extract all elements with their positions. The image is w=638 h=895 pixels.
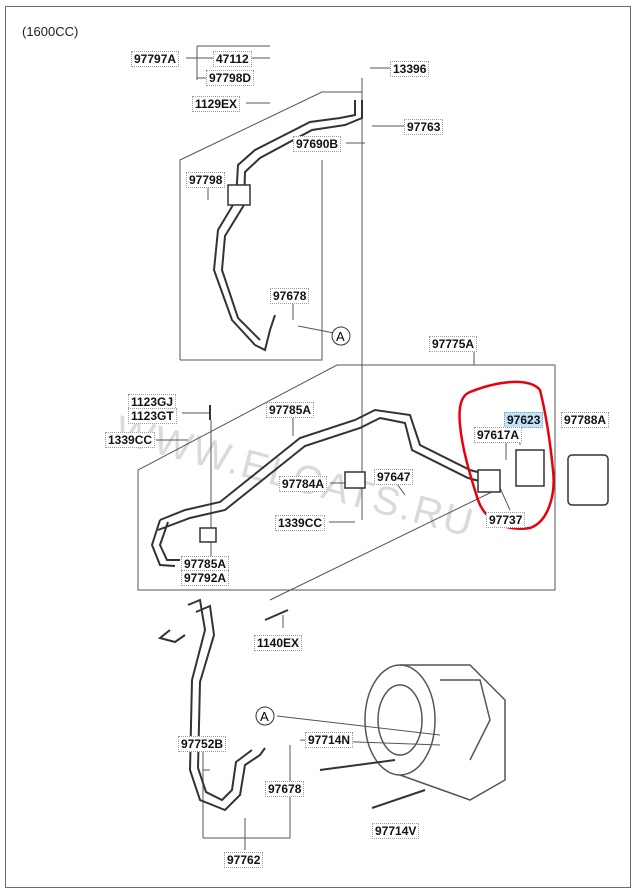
label-97798D[interactable]: 97798D: [206, 70, 255, 86]
sensor-cover: [567, 454, 609, 506]
label-97714N[interactable]: 97714N: [305, 732, 354, 748]
label-97785A-top[interactable]: 97785A: [266, 402, 315, 418]
discharge-hose: [187, 598, 266, 812]
label-97784A[interactable]: 97784A: [279, 476, 328, 492]
label-97623[interactable]: 97623: [504, 412, 544, 428]
diagram-frame: [5, 6, 631, 888]
callout-a-bottom-text: A: [260, 709, 269, 724]
label-97617A[interactable]: 97617A: [474, 427, 523, 443]
label-97737[interactable]: 97737: [486, 512, 526, 528]
label-97775A[interactable]: 97775A: [429, 336, 478, 352]
label-97762[interactable]: 97762: [224, 852, 264, 868]
hose-sleeve: [227, 184, 251, 206]
label-1129EX[interactable]: 1129EX: [192, 96, 241, 112]
suction-hose-upper: [212, 100, 356, 352]
label-97798[interactable]: 97798: [186, 172, 226, 188]
highlight-circle: [458, 380, 555, 531]
bolt-97714N: [319, 759, 396, 771]
upper-hose-box: [179, 91, 362, 361]
label-97797A[interactable]: 97797A: [131, 51, 180, 67]
label-97763[interactable]: 97763: [404, 119, 444, 135]
pressure-switch: [515, 449, 545, 487]
label-97678-top[interactable]: 97678: [270, 288, 310, 304]
label-1140EX[interactable]: 1140EX: [254, 635, 303, 651]
label-97647[interactable]: 97647: [374, 469, 414, 485]
label-97752B[interactable]: 97752B: [178, 736, 227, 752]
middle-assembly-box: [137, 364, 556, 591]
liquid-pipe: [159, 408, 501, 521]
callout-a-bottom: [255, 706, 275, 726]
label-97690B[interactable]: 97690B: [293, 136, 342, 152]
bolt-1140EX: [264, 609, 289, 621]
callout-a-top-text: A: [336, 329, 345, 344]
clamp-bracket: [344, 471, 366, 489]
label-1339CC-left[interactable]: 1339CC: [105, 432, 156, 448]
label-97788A[interactable]: 97788A: [561, 412, 610, 428]
callout-a-top: [331, 326, 351, 346]
label-97678-bottom[interactable]: 97678: [265, 781, 305, 797]
label-47112[interactable]: 47112: [213, 51, 252, 67]
engine-label: (1600CC): [22, 24, 79, 39]
block-fitting: [477, 469, 501, 493]
lower-bracket: [199, 527, 217, 543]
label-97714V[interactable]: 97714V: [372, 823, 420, 839]
compressor: [364, 664, 506, 801]
bolt-97714V: [371, 789, 426, 809]
label-97792A[interactable]: 97792A: [181, 570, 230, 586]
label-1123GT[interactable]: 1123GT: [128, 408, 177, 424]
label-13396[interactable]: 13396: [390, 61, 430, 77]
label-1339CC-mid[interactable]: 1339CC: [275, 515, 326, 531]
